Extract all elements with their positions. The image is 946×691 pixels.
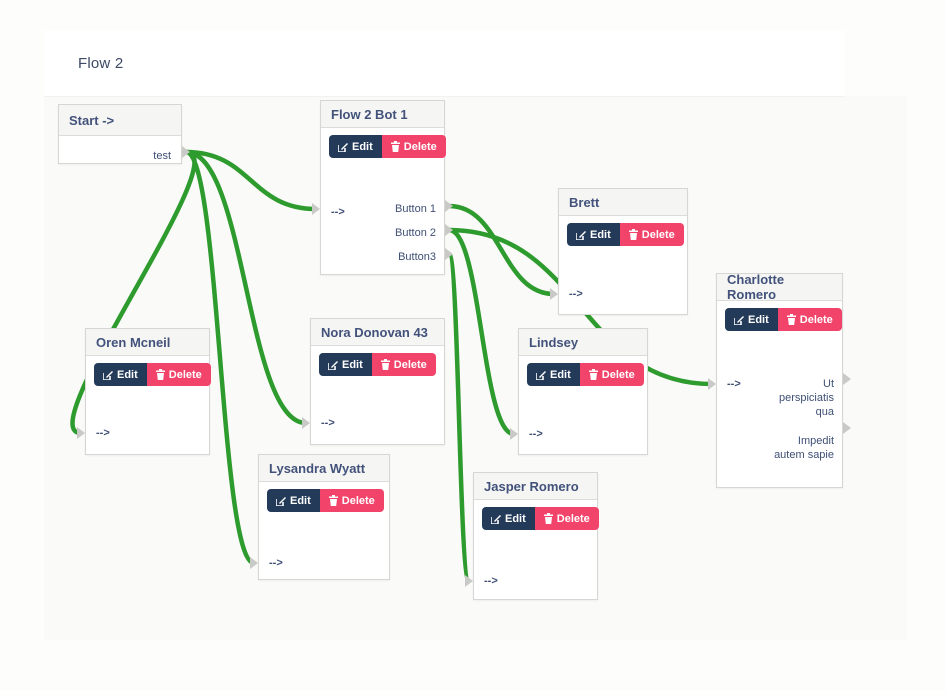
output-port[interactable] [182, 146, 190, 158]
edit-button-label: Edit [505, 512, 526, 525]
input-port[interactable] [77, 427, 85, 439]
delete-button-label: Delete [556, 512, 590, 525]
delete-button[interactable]: Delete [371, 353, 436, 376]
delete-button[interactable]: Delete [579, 363, 644, 386]
node-title: Lindsey [519, 329, 647, 356]
delete-button-label: Delete [393, 358, 427, 371]
node-title: Brett [559, 189, 687, 216]
edit-icon [576, 230, 586, 240]
edit-button[interactable]: Edit [319, 353, 372, 376]
edit-button[interactable]: Edit [94, 363, 147, 386]
edit-button[interactable]: Edit [482, 507, 535, 530]
node-start[interactable]: Start -> test [58, 104, 190, 164]
input-label: --> [569, 288, 583, 300]
node-nora[interactable]: Nora Donovan 43 Edit Delete --> [302, 318, 445, 445]
input-port[interactable] [465, 575, 473, 587]
node-oren[interactable]: Oren Mcneil Edit Delete --> [77, 328, 211, 455]
input-port[interactable] [708, 378, 716, 390]
top-bar: Flow 2 [44, 30, 845, 97]
input-label: --> [331, 206, 345, 218]
output-label: Button3 [398, 251, 436, 263]
input-label: --> [269, 557, 283, 569]
edit-icon [103, 370, 113, 380]
node-brett[interactable]: Brett Edit Delete --> [550, 188, 688, 315]
edit-button[interactable]: Edit [725, 308, 778, 331]
node-lindsey[interactable]: Lindsey Edit Delete --> [510, 328, 648, 455]
node-lysandra[interactable]: Lysandra Wyatt Edit Delete --> [250, 454, 390, 580]
input-port[interactable] [250, 557, 258, 569]
input-label: --> [96, 427, 110, 439]
delete-button-label: Delete [799, 313, 833, 326]
node-jasper[interactable]: Jasper Romero Edit Delete --> [465, 472, 599, 600]
edit-icon [536, 370, 546, 380]
edit-button-label: Edit [550, 368, 571, 381]
edit-button[interactable]: Edit [329, 135, 382, 158]
page-title: Flow 2 [78, 54, 124, 72]
node-title: Oren Mcneil [86, 329, 209, 356]
input-label: --> [529, 428, 543, 440]
output-label: test [153, 150, 171, 162]
edit-button-label: Edit [117, 368, 138, 381]
delete-button[interactable]: Delete [381, 135, 446, 158]
delete-button[interactable]: Delete [534, 507, 599, 530]
input-label: --> [484, 575, 498, 587]
output-label: Impedit autem sapie [774, 435, 834, 461]
delete-button-label: Delete [601, 368, 635, 381]
delete-button-label: Delete [641, 228, 675, 241]
trash-icon [328, 495, 338, 506]
trash-icon [155, 369, 165, 380]
trash-icon [380, 359, 390, 370]
trash-icon [786, 314, 796, 325]
edit-button[interactable]: Edit [567, 223, 620, 246]
output-label: Ut perspiciatis qua [778, 378, 834, 418]
node-bot1[interactable]: Flow 2 Bot 1 Edit Delete --> Button 1 Bu… [312, 100, 453, 275]
output-port[interactable] [445, 200, 453, 212]
output-port[interactable] [445, 248, 453, 260]
node-title: Flow 2 Bot 1 [321, 101, 444, 128]
delete-button[interactable]: Delete [777, 308, 842, 331]
input-port[interactable] [510, 428, 518, 440]
edit-button-label: Edit [342, 358, 363, 371]
edit-button-label: Edit [590, 228, 611, 241]
delete-button[interactable]: Delete [146, 363, 211, 386]
input-port[interactable] [302, 417, 310, 429]
edit-icon [491, 514, 501, 524]
output-label: Button 2 [395, 227, 436, 239]
trash-icon [588, 369, 598, 380]
node-charlotte[interactable]: Charlotte Romero Edit Delete --> Ut pers… [708, 272, 851, 488]
edit-icon [338, 142, 348, 152]
edit-icon [328, 360, 338, 370]
output-label: Button 1 [395, 203, 436, 215]
delete-button-label: Delete [168, 368, 202, 381]
delete-button[interactable]: Delete [619, 223, 684, 246]
edit-icon [276, 496, 286, 506]
input-port[interactable] [550, 288, 558, 300]
edit-button-label: Edit [290, 494, 311, 507]
trash-icon [543, 513, 553, 524]
edit-button[interactable]: Edit [527, 363, 580, 386]
node-title: Jasper Romero [474, 473, 597, 500]
node-title: Start -> [59, 105, 181, 136]
trash-icon [628, 229, 638, 240]
edit-button-label: Edit [748, 313, 769, 326]
delete-button-label: Delete [403, 140, 437, 153]
trash-icon [390, 141, 400, 152]
edit-button[interactable]: Edit [267, 489, 320, 512]
edit-icon [734, 315, 744, 325]
node-title: Lysandra Wyatt [259, 455, 389, 482]
output-port[interactable] [843, 422, 851, 434]
edit-button-label: Edit [352, 140, 373, 153]
input-label: --> [727, 378, 741, 390]
output-port[interactable] [843, 373, 851, 385]
delete-button-label: Delete [341, 494, 375, 507]
node-title: Nora Donovan 43 [311, 319, 444, 346]
input-label: --> [321, 417, 335, 429]
input-port[interactable] [312, 203, 320, 215]
delete-button[interactable]: Delete [319, 489, 384, 512]
output-port[interactable] [445, 224, 453, 236]
node-title: Charlotte Romero [717, 272, 842, 302]
